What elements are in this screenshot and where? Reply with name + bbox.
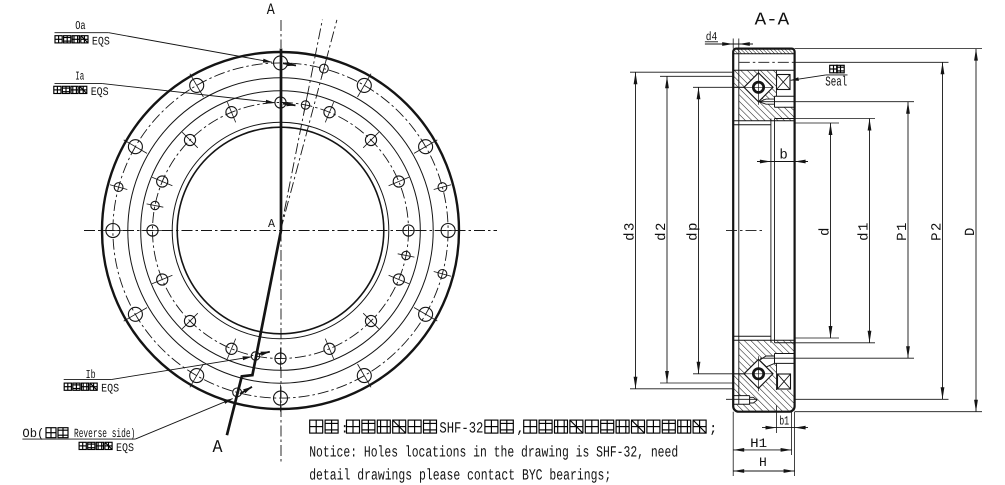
svg-text:A-A: A-A — [755, 11, 790, 31]
svg-text:dp: dp — [686, 221, 702, 241]
svg-text::: : — [341, 421, 349, 437]
svg-text:Oa: Oa — [75, 19, 85, 33]
svg-text:,: , — [516, 421, 524, 437]
svg-text:d4: d4 — [706, 30, 718, 44]
svg-text:d2: d2 — [654, 221, 670, 241]
svg-text:d: d — [818, 226, 834, 236]
svg-text:EQS: EQS — [91, 86, 109, 99]
svg-text:d1: d1 — [857, 221, 873, 241]
svg-text:Ob(: Ob( — [22, 427, 44, 441]
svg-text:Reverse side): Reverse side) — [74, 427, 135, 441]
svg-text:b: b — [779, 148, 787, 164]
svg-text:H: H — [759, 455, 767, 470]
svg-text:Notice: Holes locations in the: Notice: Holes locations in the drawing i… — [309, 443, 678, 461]
svg-text:d3: d3 — [623, 221, 639, 241]
svg-text:EQS: EQS — [101, 383, 119, 396]
svg-text:D: D — [963, 226, 979, 236]
svg-text:b1: b1 — [779, 414, 789, 428]
svg-text:;: ; — [709, 421, 717, 437]
svg-text:Ib: Ib — [86, 368, 96, 382]
svg-text:A: A — [213, 438, 223, 458]
svg-text:Ia: Ia — [75, 70, 84, 84]
svg-text:A: A — [267, 1, 275, 19]
svg-text:detail drawings please contact: detail drawings please contact BYC beari… — [309, 466, 611, 484]
svg-text:P1: P1 — [895, 221, 911, 241]
svg-text:H1: H1 — [750, 436, 767, 451]
svg-text:P2: P2 — [930, 221, 946, 241]
svg-text:EQS: EQS — [92, 35, 110, 48]
svg-text:A: A — [268, 217, 276, 231]
svg-text:SHF-32: SHF-32 — [439, 419, 483, 437]
svg-text:EQS: EQS — [116, 442, 134, 455]
svg-text:Seal: Seal — [825, 76, 847, 91]
